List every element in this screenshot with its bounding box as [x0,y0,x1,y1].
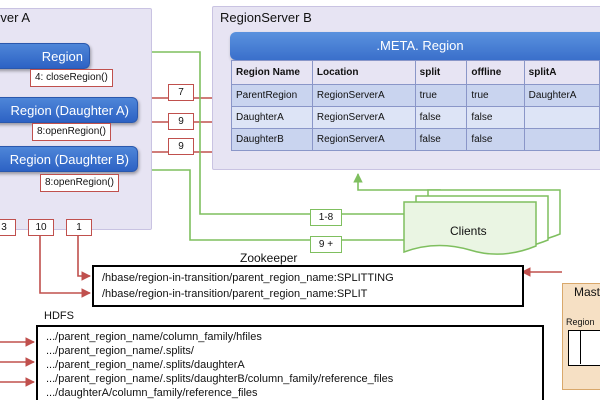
cell [523,106,600,129]
col-offline: offline [466,60,525,85]
hdfs-box: .../parent_region_name/column_family/hfi… [36,325,544,400]
hdfs-title: HDFS [44,310,74,322]
master-title: Master [574,285,600,299]
hdfs-line: .../parent_region_name/column_family/hfi… [46,331,262,343]
cell: true [414,84,468,107]
regionserver-b-title: RegionServer B [220,10,312,25]
cell: ParentRegion [231,84,313,107]
step-10-badge: 10 [28,219,54,236]
table-row: DaughterA RegionServerA false false [231,106,600,129]
parent-region: Region [0,43,90,69]
col-region-name: Region Name [231,60,313,85]
meta-region-header: .META. Region [230,32,600,60]
close-region-op: 4: closeRegion() [30,69,113,87]
open-region-a-op: 8:openRegion() [32,123,111,141]
master-region-label: Region [566,317,595,327]
daughter-a-region: Region (Daughter A) [0,97,138,123]
clients-stack [403,189,561,255]
arrow-step-10 [39,235,91,298]
arrow-step-1 [77,235,91,281]
master-region-divider [580,330,581,364]
cell: false [414,106,468,129]
col-splita: splitA [523,60,600,85]
cell: DaughterA [523,84,600,107]
zk-line-splitting: /hbase/region-in-transition/parent_regio… [102,272,394,284]
step-9-plus-badge: 9 + [310,236,342,253]
master-region-box [568,330,600,366]
regionserver-a-title: RegionServer A [0,10,30,25]
cell [523,128,600,151]
table-row: DaughterB RegionServerA false false [231,128,600,151]
hdfs-line: .../parent_region_name/.splits/daughterB… [46,373,394,385]
zookeeper-box: /hbase/region-in-transition/parent_regio… [92,265,524,307]
cell: RegionServerA [311,106,416,129]
hdfs-line: .../daughterA/column_family/reference_fi… [46,387,258,399]
clients-label: Clients [450,224,487,238]
step-9a-badge: 9 [168,113,194,130]
col-location: Location [311,60,416,85]
cell: DaughterA [231,106,313,129]
step-3-badge: 3 [0,219,16,236]
zk-line-split: /hbase/region-in-transition/parent_regio… [102,288,368,300]
daughter-b-region: Region (Daughter B) [0,146,138,172]
step-7-badge: 7 [168,84,194,101]
step-1-8-badge: 1-8 [310,209,342,226]
step-9b-badge: 9 [168,138,194,155]
open-region-b-op: 8:openRegion() [40,174,119,192]
step-1-badge: 1 [66,219,92,236]
hdfs-line: .../parent_region_name/.splits/ [46,345,194,357]
cell: false [414,128,468,151]
arrow-clients-daughter [139,155,408,241]
meta-table: Region Name Location split offline split… [231,60,600,151]
cell: RegionServerA [311,84,416,107]
hdfs-line: .../parent_region_name/.splits/daughterA [46,359,245,371]
cell: true [466,84,525,107]
cell: false [466,128,525,151]
cell: false [466,106,525,129]
cell: RegionServerA [311,128,416,151]
cell: DaughterB [231,128,313,151]
col-split: split [414,60,468,85]
table-row: ParentRegion RegionServerA true true Dau… [231,84,600,107]
zookeeper-title: Zookeeper [240,251,298,265]
